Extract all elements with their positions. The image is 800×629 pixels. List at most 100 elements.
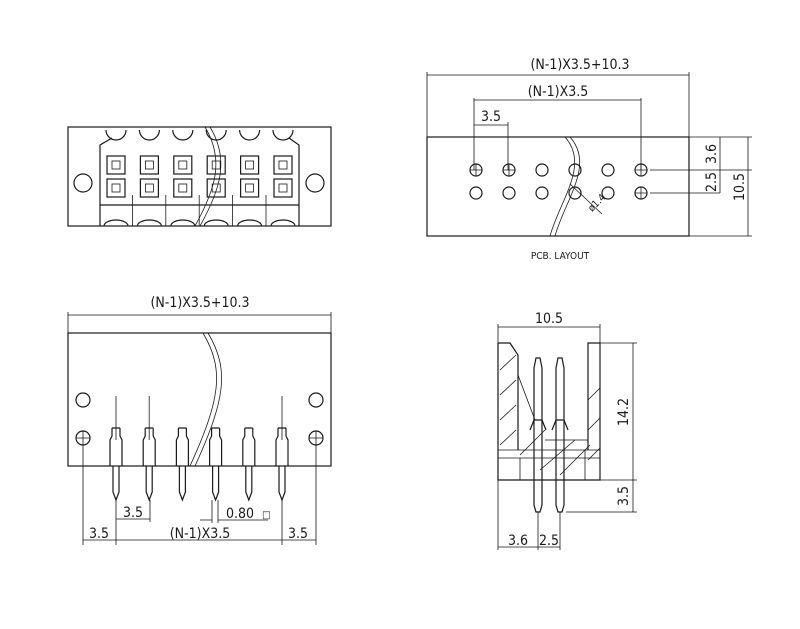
terminal-entry [203,219,229,227]
bottom-pin [275,427,289,502]
terminal-screw-center [211,160,221,170]
pcb-hole-diameter: ø1.4 [586,192,608,214]
bottom-pitch: 3.5 [123,505,143,521]
pcb-hole [502,186,516,200]
pcb-layout-title: PCB. LAYOUT [531,251,590,262]
terminal-screw-square [106,155,126,175]
bottom-width-dim [67,312,332,333]
side-offset-1: 3.6 [508,533,528,549]
terminal-screw-square [139,178,159,198]
terminal-screw-center [178,160,188,170]
right-margin: 3.5 [288,526,308,542]
side-pin-length: 3.5 [616,486,632,506]
terminal-scallop [105,129,127,141]
terminal-screw-square [139,155,159,175]
terminal-scallop [172,129,194,141]
side-dimension-lines [497,324,637,550]
terminal-screw-center [278,183,288,193]
terminal-scallop [205,129,227,141]
bottom-dimension-lines [82,445,317,545]
pcb-hole-crosshair [503,164,515,176]
terminal-screw-center [245,160,255,170]
side-height: 14.2 [616,398,632,426]
bottom-pin [109,427,123,502]
terminal-screw-square [173,155,193,175]
left-margin: 3.5 [89,526,109,542]
terminal-entry [237,219,263,227]
terminal-screw-center [111,160,121,170]
terminal-screw-center [144,183,154,193]
screw-left-icon [73,173,93,193]
pcb-hole [601,163,615,177]
side-width: 10.5 [535,311,563,327]
pcb-hole [568,186,582,200]
terminal-screw-center [111,183,121,193]
side-pins [533,357,565,513]
bottom-pin [175,427,189,502]
bottom-pitch-span: (N-1)X3.5 [170,526,230,542]
pin-size: 0.80 [226,506,254,522]
pcb-pitch: 3.5 [481,109,501,125]
hole-right [308,392,324,408]
terminal-entry [270,219,296,227]
side-housing [497,342,601,481]
pcb-overall-width: (N-1)X3.5+10.3 [530,57,629,73]
front-view [67,126,332,227]
terminal-screw-center [178,183,188,193]
terminal-screw-center [211,183,221,193]
pin-shoulders [529,419,569,431]
pin-size-symbol: □ [262,510,271,521]
pcb-hole [535,186,549,200]
side-housing-detail [498,439,600,480]
section-hatching [499,354,601,476]
pcb-hole-crosshair [470,164,482,176]
terminal-scallop [239,129,261,141]
terminal-screw-square [273,178,293,198]
bottom-pin [242,427,256,502]
bottom-pin [142,427,156,502]
pcb-hole [568,163,582,177]
bottom-body [67,332,332,467]
pcb-hole-crosshair [635,187,647,199]
terminal-screw-center [278,160,288,170]
break-line [549,136,581,237]
terminal-screw-square [240,178,260,198]
pcb-dimension-lines [426,72,752,237]
terminal-entry [136,219,162,227]
terminal-scallop [138,129,160,141]
terminal-entry [170,219,196,227]
pcb-hole [535,163,549,177]
hole-left [75,392,91,408]
break-line [189,332,222,467]
pcb-pitch-span: (N-1)X3.5 [528,84,588,100]
pcb-hole [469,186,483,200]
pcb-hole [601,186,615,200]
hole-diameter-leader [569,183,603,215]
terminal-screw-square [206,155,226,175]
bottom-pin [209,427,223,502]
terminal-screw-square [240,155,260,175]
pcb-row-offset: 3.6 [704,144,720,164]
pcb-height: 10.5 [732,173,748,201]
pcb-row-spacing: 2.5 [704,172,720,192]
side-view: 10.5 14.2 3.5 3.6 2.5 [497,311,637,550]
terminal-scallop [272,129,294,141]
terminal-entry [103,219,129,227]
front-body [99,137,300,226]
pcb-layout-view: (N-1)X3.5+10.3 (N-1)X3.5 3.5 3.6 2.5 10.… [426,57,752,262]
screw-right-icon [305,173,325,193]
pcb-hole-crosshair [635,164,647,176]
terminal-screw-square [106,178,126,198]
terminal-screw-center [245,183,255,193]
terminal-screw-square [206,178,226,198]
peg-centerlines [76,431,323,445]
terminal-screw-square [273,155,293,175]
terminal-screw-square [173,178,193,198]
bottom-view: (N-1)X3.5+10.3 3.5 0.80 □ 3.5 (N-1)X3.5 … [67,295,332,545]
bottom-overall-width: (N-1)X3.5+10.3 [150,295,249,311]
pcb-outline [426,136,690,237]
side-offset-2: 2.5 [539,533,559,549]
terminal-screw-center [144,160,154,170]
